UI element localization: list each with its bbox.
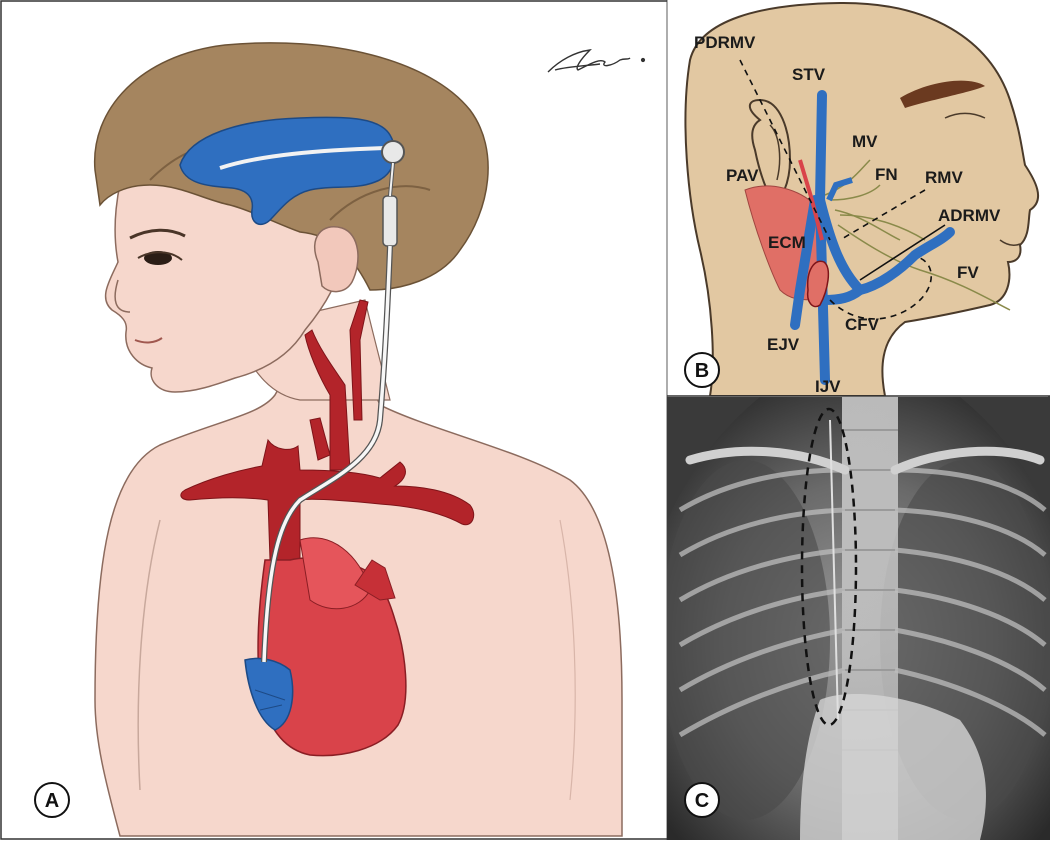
- label-ijv: IJV: [815, 377, 841, 396]
- svg-text:C: C: [695, 790, 709, 812]
- label-fn: FN: [875, 165, 898, 184]
- svg-text:A: A: [45, 790, 59, 812]
- shunt-reservoir: [383, 196, 397, 246]
- label-adrmv: ADRMV: [938, 206, 1001, 225]
- panel-c-label: C: [685, 783, 719, 817]
- svg-text:B: B: [695, 360, 709, 382]
- shunt-valve: [382, 141, 404, 163]
- label-cfv: CFV: [845, 315, 880, 334]
- label-fv: FV: [957, 263, 979, 282]
- label-rmv: RMV: [925, 168, 963, 187]
- label-pdrmv: PDRMV: [694, 33, 756, 52]
- panel-a-label: A: [35, 783, 69, 817]
- label-mv: MV: [852, 132, 878, 151]
- panel-a-illustration: [95, 43, 622, 836]
- label-ejv: EJV: [767, 335, 800, 354]
- ear: [315, 227, 358, 292]
- label-ecm: ECM: [768, 233, 806, 252]
- panel-b-label: B: [685, 353, 719, 387]
- artist-signature: [548, 50, 644, 72]
- label-pav: PAV: [726, 166, 759, 185]
- label-stv: STV: [792, 65, 826, 84]
- panel-b-illustration: PDRMV STV MV FN PAV RMV ADRMV ECM FV CFV…: [667, 0, 1050, 396]
- panel-c-xray: [660, 397, 1050, 840]
